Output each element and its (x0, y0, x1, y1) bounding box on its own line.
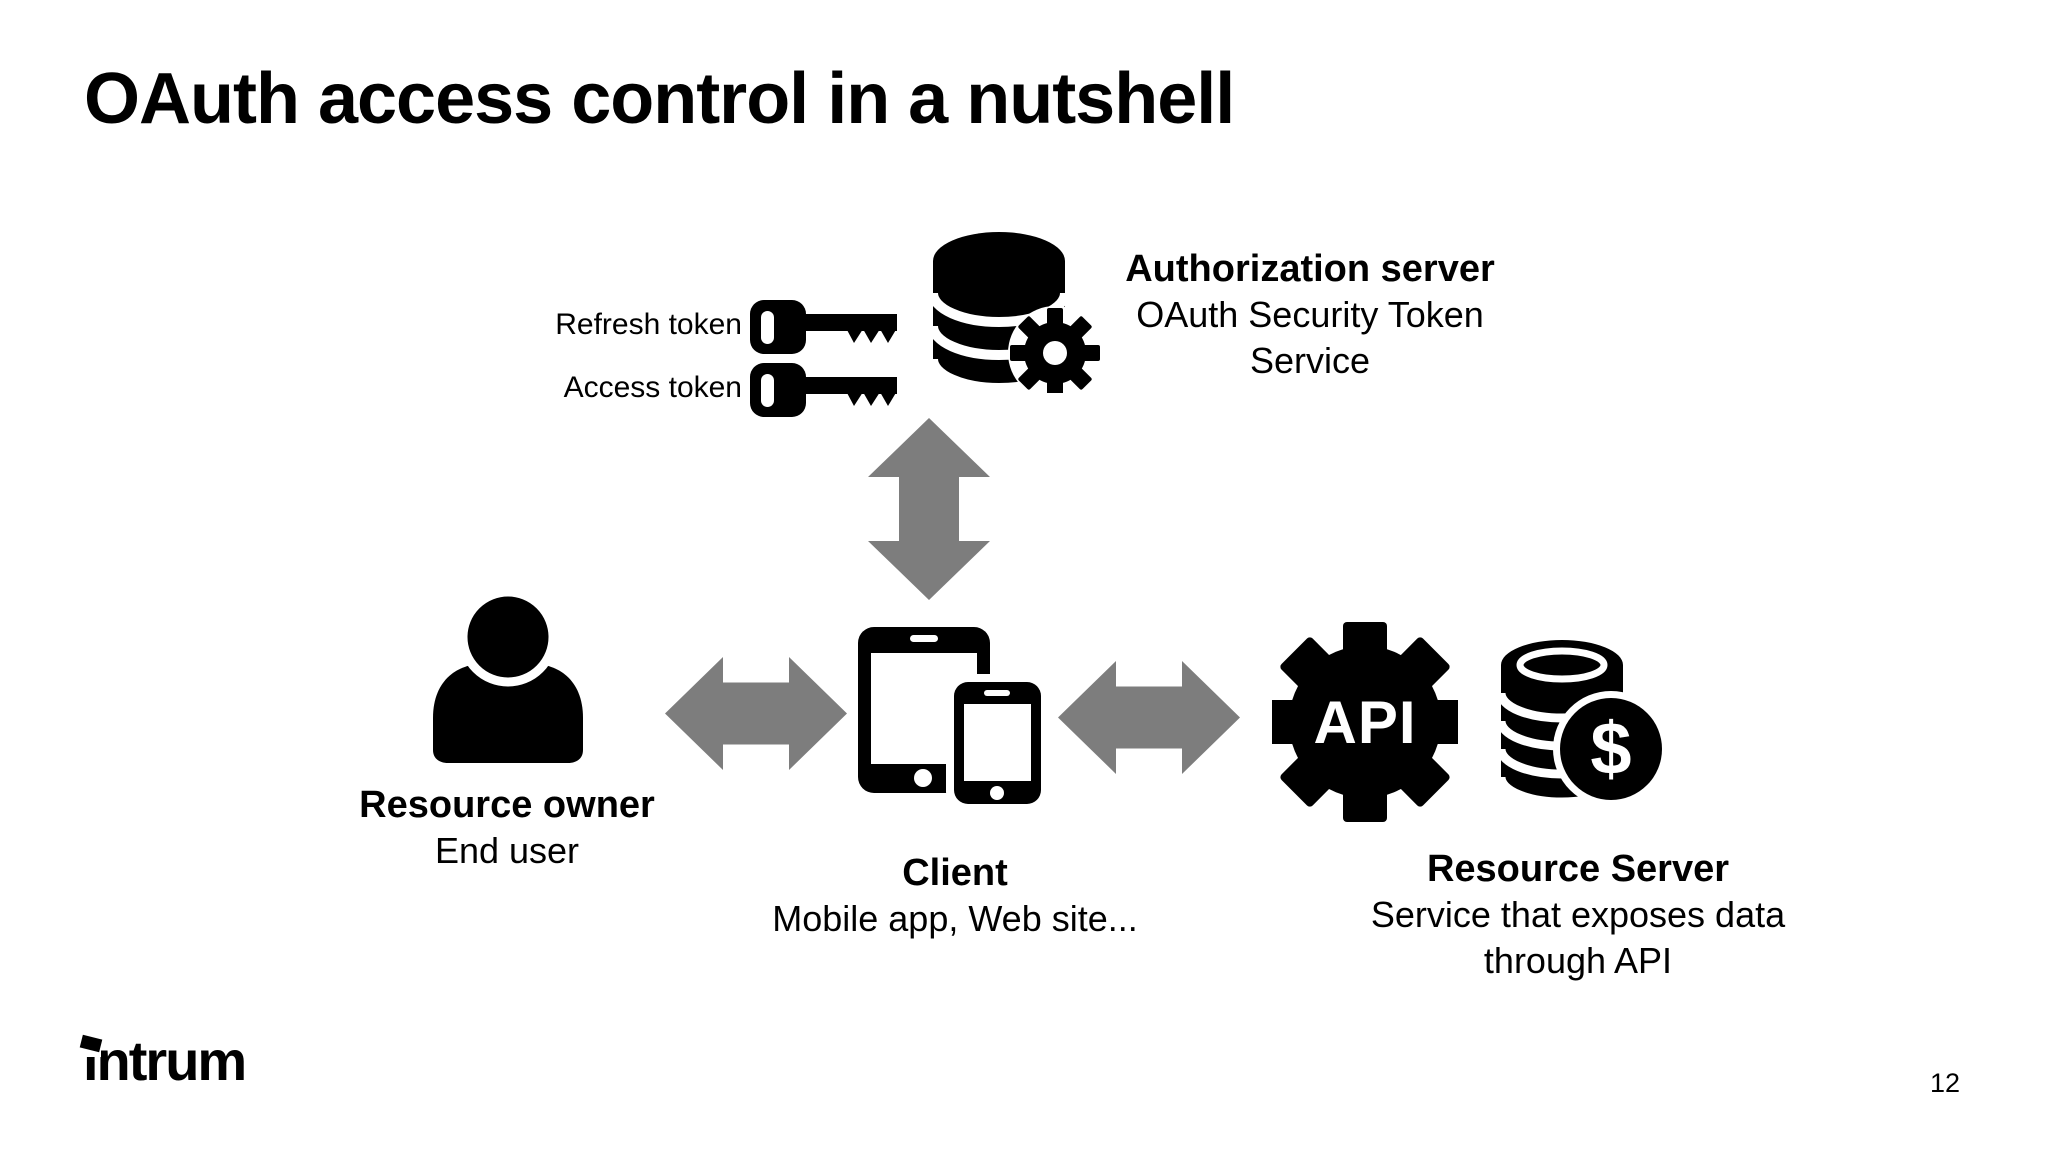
access-key-icon (750, 363, 897, 417)
dollar-coin-icon: $ (1553, 691, 1669, 807)
client-label: Client Mobile app, Web site... (753, 850, 1157, 942)
page-title: OAuth access control in a nutshell (84, 59, 1235, 139)
phone-icon (946, 674, 1048, 812)
authorization-server-subtitle-line2: Service (1249, 340, 1371, 381)
leftright-arrow-owner-client-icon (665, 657, 847, 770)
database-icon (933, 232, 1102, 393)
resource-server-subtitle-line1: Service that exposes data (1370, 894, 1786, 935)
access-token-label: Access token (563, 371, 742, 404)
resource-owner-subtitle: End user (434, 830, 580, 871)
client-title: Client (902, 852, 1008, 894)
dollar-sign: $ (1590, 707, 1631, 790)
authorization-server-title: Authorization server (1125, 248, 1495, 290)
resource-owner-label: Resource owner End user (305, 782, 709, 874)
resource-server-subtitle-line2: through API (1483, 940, 1673, 981)
authorization-server-label: Authorization server OAuth Security Toke… (1108, 246, 1512, 384)
updown-arrow-icon (868, 418, 990, 600)
client-devices-icon (858, 627, 1048, 812)
coins-icon: $ (1501, 640, 1669, 807)
authorization-server-subtitle-line1: OAuth Security Token (1136, 294, 1484, 335)
page-number: 12 (1930, 1068, 1961, 1098)
api-gear-icon: API (1272, 622, 1458, 822)
person-icon (433, 590, 583, 763)
intrum-logo-text: intrum (83, 1029, 247, 1092)
refresh-token-label: Refresh token (555, 308, 742, 341)
resource-server-title: Resource Server (1426, 848, 1730, 890)
refresh-key-icon (750, 300, 897, 354)
client-subtitle: Mobile app, Web site... (772, 898, 1138, 939)
intrum-logo: intrum (79, 1029, 247, 1092)
gear-icon (1008, 306, 1102, 393)
resource-server-label: Resource Server Service that exposes dat… (1354, 846, 1802, 984)
leftright-arrow-client-server-icon (1058, 661, 1240, 774)
api-label: API (1313, 689, 1416, 756)
resource-owner-title: Resource owner (359, 784, 655, 826)
